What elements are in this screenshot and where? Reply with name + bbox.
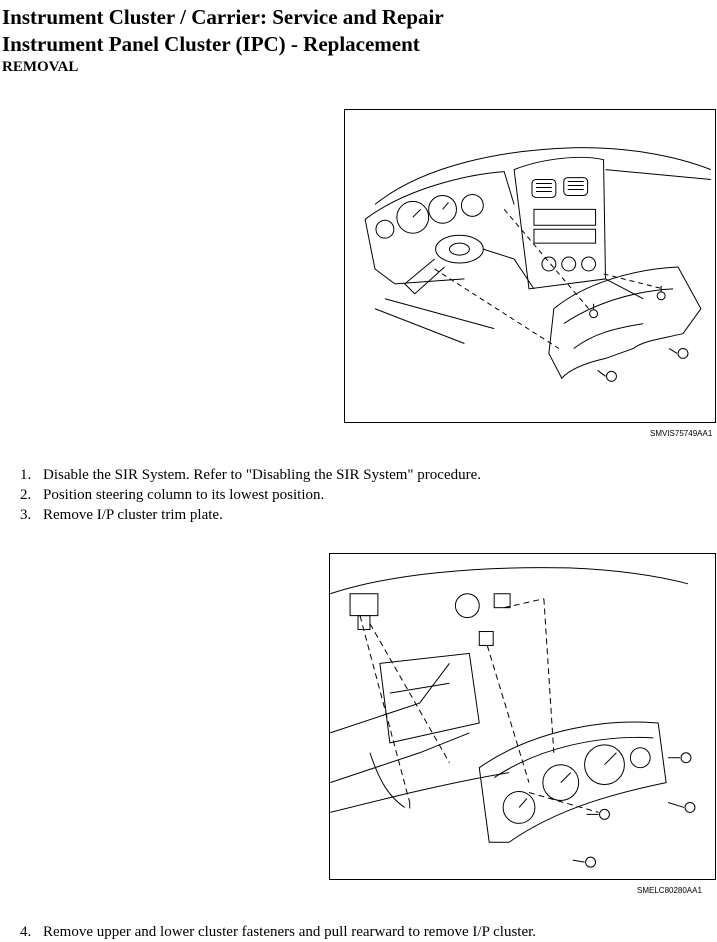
page-title-line-2: Instrument Panel Cluster (IPC) - Replace… <box>2 32 420 56</box>
section-heading: REMOVAL <box>2 59 79 75</box>
figure-code: SMELC80280AA1 <box>637 886 702 895</box>
figure-cluster-removal <box>329 553 716 880</box>
step-list: 4.Remove upper and lower cluster fastene… <box>0 922 536 942</box>
page-title-line-1: Instrument Cluster / Carrier: Service an… <box>2 5 444 29</box>
trim-plate-illustration <box>364 147 712 382</box>
cluster-removal-illustration <box>330 567 696 868</box>
list-item: 3.Remove I/P cluster trim plate. <box>20 507 223 523</box>
list-item: 2.Position steering column to its lowest… <box>20 487 325 503</box>
figure-code: SMVIS75749AA1 <box>650 429 713 438</box>
list-item: 1.Disable the SIR System. Refer to "Disa… <box>20 467 482 483</box>
list-item: 4.Remove upper and lower cluster fastene… <box>20 924 537 940</box>
step-list: 1.Disable the SIR System. Refer to "Disa… <box>0 465 481 525</box>
figure-trim-plate-removal <box>344 109 716 423</box>
